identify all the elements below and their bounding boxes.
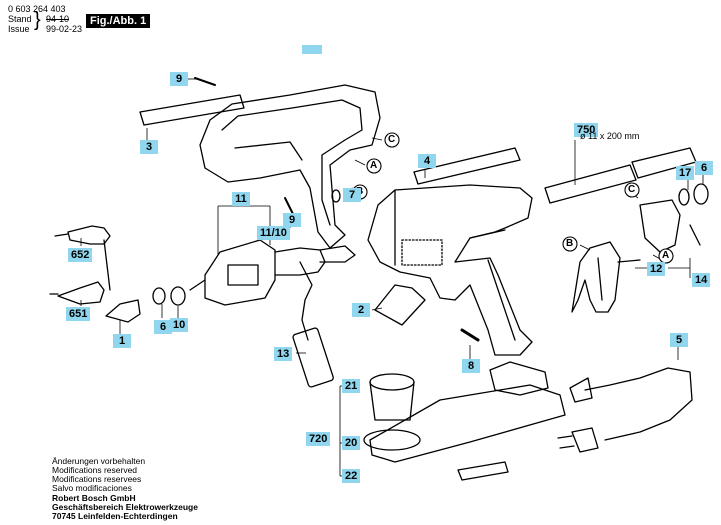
- label-652: 652: [68, 248, 93, 262]
- label-1: 1: [113, 334, 131, 348]
- cable-plug: [292, 327, 334, 388]
- issue-date: 99-02-23: [46, 24, 83, 34]
- label-9-screw: 9: [170, 72, 188, 86]
- label-13: 13: [274, 347, 293, 361]
- figure-title: Fig./Abb. 1: [86, 14, 151, 28]
- label-17: 17: [676, 166, 695, 180]
- label-10: 10: [170, 318, 189, 332]
- label-651: 651: [66, 307, 91, 321]
- label-2: 2: [352, 303, 370, 317]
- highlight-marker: [302, 45, 322, 54]
- label-7: 7: [343, 188, 361, 202]
- feed-mechanism: [639, 199, 681, 253]
- glue-stick-spec: ø 11 x 200 mm: [580, 131, 640, 141]
- plate-3: [139, 94, 245, 126]
- label-5: 5: [670, 333, 688, 347]
- mains-cable: [584, 367, 693, 441]
- heater-block: [204, 239, 276, 306]
- label-22: 22: [342, 469, 361, 483]
- label-8: 8: [462, 359, 480, 373]
- label-21: 21: [342, 379, 361, 393]
- ref-letter-b-right: B: [566, 238, 574, 249]
- bracket-2: [374, 284, 426, 326]
- plate-4: [413, 147, 521, 185]
- brace-symbol: }: [34, 9, 41, 31]
- washer-6: [152, 287, 166, 305]
- stand-base: [369, 384, 566, 463]
- stand-cup: [369, 373, 415, 391]
- footer-division: Geschäftsbereich Elektrowerkzeuge: [52, 502, 198, 512]
- footer-line-2: Modifications reserved: [52, 465, 138, 475]
- nut-10: [170, 286, 186, 306]
- label-11: 11: [232, 192, 250, 206]
- spring-17: [678, 188, 690, 206]
- nozzle-652: [67, 225, 111, 245]
- footer-company: Robert Bosch GmbH: [52, 493, 136, 503]
- label-750: 750: [574, 123, 599, 137]
- nozzle-651: [57, 281, 105, 305]
- label-14: 14: [692, 273, 711, 287]
- label-720: 720: [306, 432, 331, 446]
- ref-letter-c-right: C: [628, 184, 636, 195]
- ring-6: [693, 183, 709, 205]
- heater-cable: [299, 261, 313, 341]
- label-3: 3: [140, 140, 158, 154]
- label-6-right: 6: [695, 161, 713, 175]
- ref-letter-a-top: A: [370, 160, 378, 171]
- stand-label: Stand: [8, 14, 32, 24]
- ref-letter-a-right: A: [662, 250, 670, 261]
- label-20: 20: [342, 436, 361, 450]
- main-housing: [367, 184, 533, 356]
- plate-22: [457, 461, 509, 481]
- stand-old-date: 94-10: [46, 14, 70, 24]
- issue-label: Issue: [8, 24, 30, 34]
- label-12: 12: [647, 262, 666, 276]
- footer-line-4: Salvo modificaciones: [52, 483, 132, 493]
- footer-line-3: Modifications reservees: [52, 474, 142, 484]
- label-4: 4: [418, 154, 436, 168]
- part-number: 0 603 264 403: [8, 4, 66, 14]
- footer-line-1: Änderungen vorbehalten: [52, 456, 146, 466]
- label-11-10: 11/10: [257, 226, 290, 240]
- glue-stick: [544, 164, 637, 204]
- trigger: [571, 241, 621, 313]
- label-9-lower: 9: [283, 213, 301, 227]
- housing-half-shell: [199, 84, 381, 249]
- ref-letter-c-top: C: [388, 134, 396, 145]
- spring-8: [460, 328, 480, 342]
- nozzle-1: [105, 299, 141, 323]
- footer-address: 70745 Leinfelden-Echterdingen: [52, 511, 178, 521]
- label-6-left: 6: [154, 320, 172, 334]
